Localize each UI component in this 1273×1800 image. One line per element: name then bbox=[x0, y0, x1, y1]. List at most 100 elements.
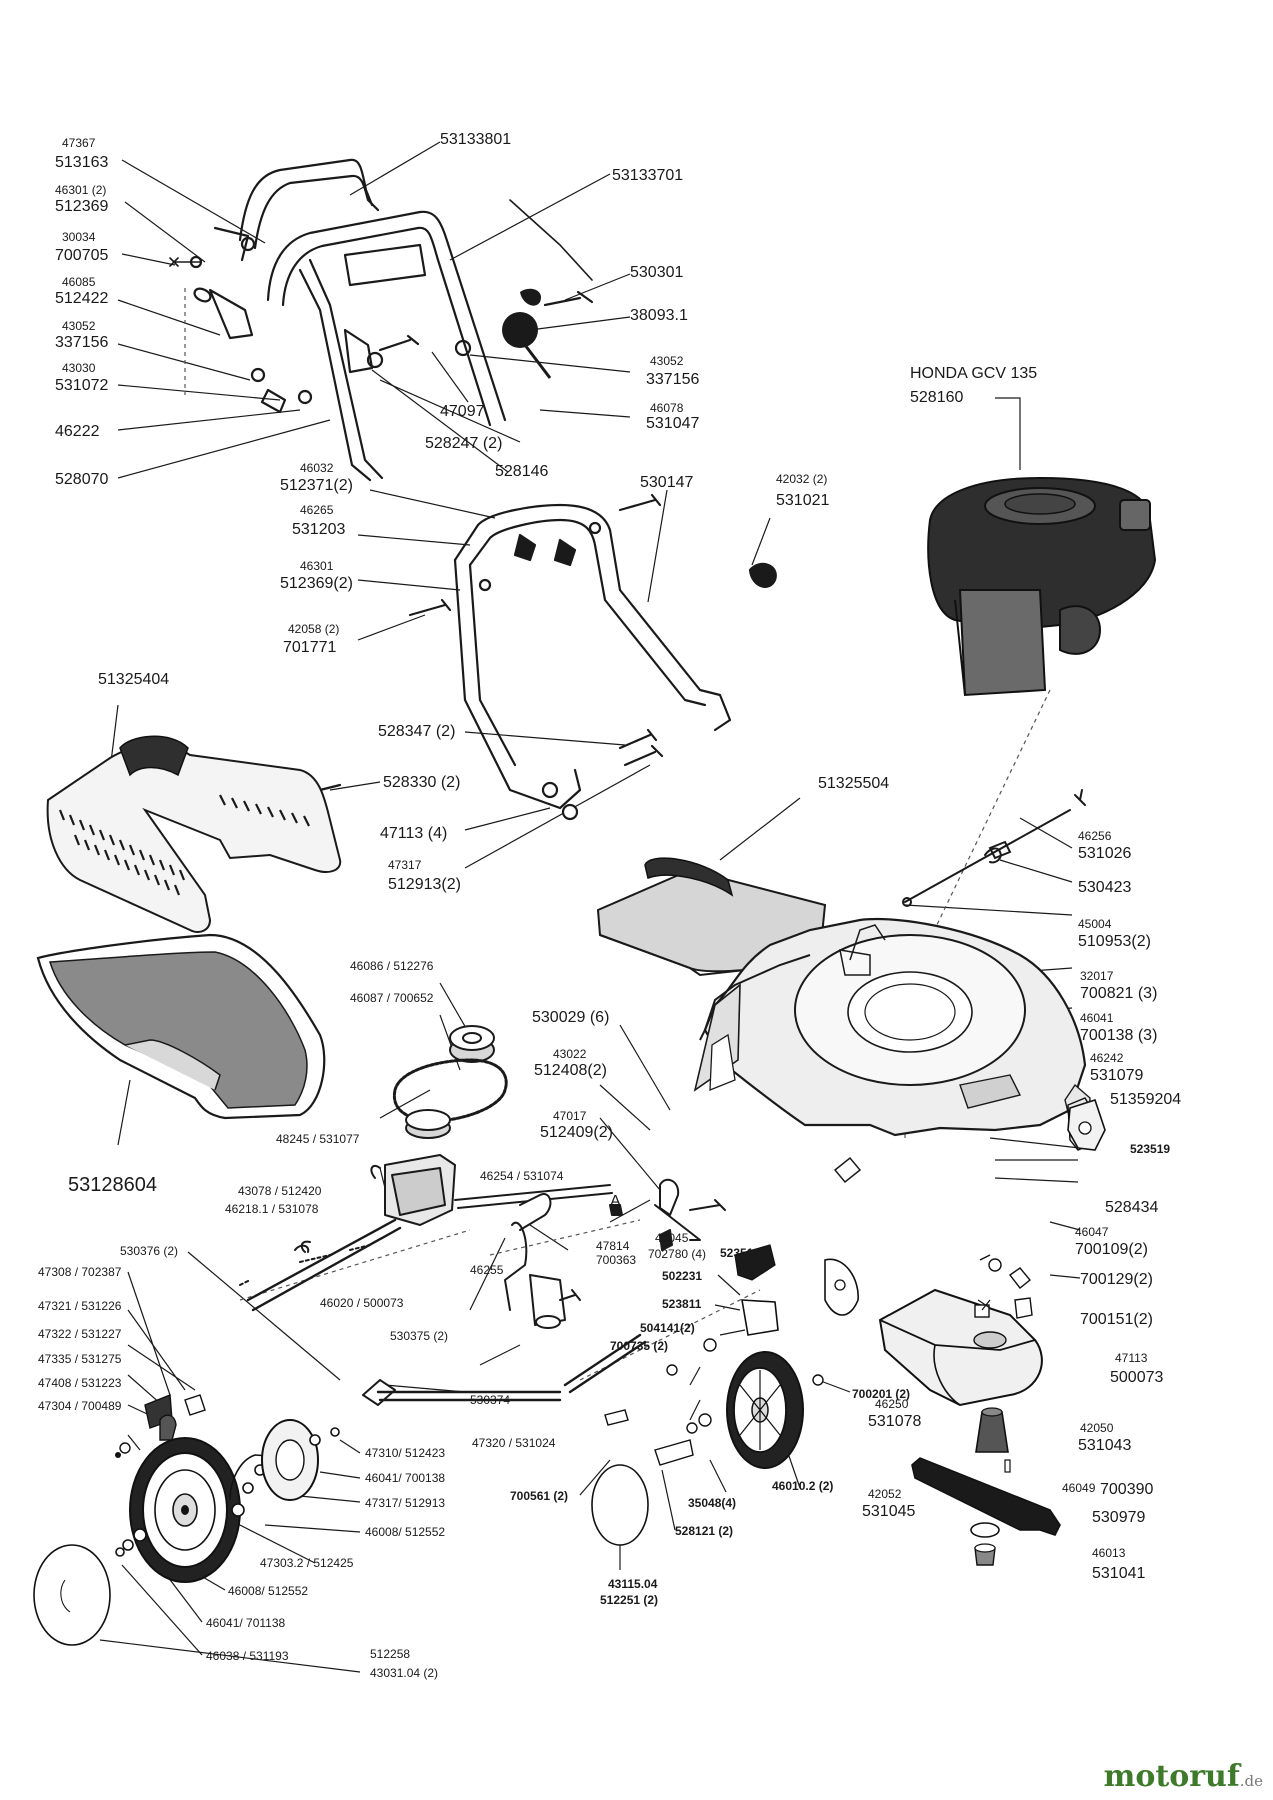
part-number-label: 502231 bbox=[662, 1269, 703, 1283]
part-number-label: 46008/ 512552 bbox=[228, 1584, 309, 1598]
part-number-label: 530029 (6) bbox=[532, 1009, 610, 1026]
site-watermark: motoruf.de bbox=[1104, 1759, 1263, 1794]
part-number-label: 531041 bbox=[1092, 1565, 1146, 1582]
part-number-label: 531026 bbox=[1078, 845, 1132, 862]
part-number-label: A bbox=[610, 1193, 621, 1210]
part-number-label: 701771 bbox=[283, 639, 337, 656]
part-number-label: 38093.1 bbox=[630, 307, 688, 324]
part-number-label: 46301 bbox=[300, 559, 334, 573]
part-number-label: 528347 (2) bbox=[378, 723, 456, 740]
part-number-label: 47321 / 531226 bbox=[38, 1299, 122, 1313]
part-number-label: 512913(2) bbox=[388, 876, 461, 893]
part-number-label: 700201 (2) bbox=[852, 1387, 911, 1401]
part-number-label: 46032 bbox=[300, 461, 334, 475]
part-number-label: 43022 bbox=[553, 1047, 587, 1061]
part-number-label: 53128604 bbox=[68, 1174, 157, 1196]
watermark-tld: .de bbox=[1239, 1772, 1263, 1790]
part-number-label: 530301 bbox=[630, 264, 684, 281]
part-number-label: 47303.2 / 512425 bbox=[260, 1556, 354, 1570]
part-number-label: 47017 bbox=[553, 1109, 587, 1123]
watermark-main: motoruf bbox=[1103, 1759, 1240, 1794]
part-number-label: 528434 bbox=[1105, 1199, 1159, 1216]
part-number-label: 46008/ 512552 bbox=[365, 1525, 446, 1539]
part-number-label: 53133701 bbox=[612, 167, 684, 184]
part-number-label: 512408(2) bbox=[534, 1062, 607, 1079]
drive-assembly bbox=[239, 1025, 726, 1406]
part-number-label: 43031.04 (2) bbox=[370, 1666, 439, 1680]
part-number-label: 46038 / 531193 bbox=[206, 1649, 289, 1663]
part-number-label: 530147 bbox=[640, 474, 694, 491]
part-number-label: 700705 bbox=[55, 247, 109, 264]
part-number-label: 43030 bbox=[62, 361, 96, 375]
part-number-label: 47317/ 512913 bbox=[365, 1496, 446, 1510]
part-number-label: 530423 bbox=[1078, 879, 1132, 896]
part-number-label: 530979 bbox=[1092, 1509, 1146, 1526]
part-number-label: 46256 bbox=[1078, 829, 1112, 843]
part-number-label: 46242 bbox=[1090, 1051, 1124, 1065]
part-number-label: 530375 (2) bbox=[390, 1329, 449, 1343]
part-number-label: 42052 bbox=[868, 1487, 902, 1501]
part-number-label: 46041/ 701138 bbox=[206, 1616, 286, 1630]
part-number-label: 30034 bbox=[62, 230, 96, 244]
part-number-label: 531072 bbox=[55, 377, 109, 394]
part-number-label: 512258 bbox=[370, 1647, 411, 1661]
part-number-label: 531047 bbox=[646, 415, 700, 432]
part-number-label: 51325404 bbox=[98, 671, 170, 688]
part-number-label: 700129(2) bbox=[1080, 1271, 1153, 1288]
part-number-label: 700138 (3) bbox=[1080, 1027, 1158, 1044]
part-number-label: 47113 bbox=[1115, 1351, 1148, 1365]
part-number-label: 35048(4) bbox=[688, 1496, 737, 1510]
part-number-label: 46086 / 512276 bbox=[350, 959, 434, 973]
part-number-label: 47310/ 512423 bbox=[365, 1446, 446, 1460]
part-number-label: 700109(2) bbox=[1075, 1241, 1148, 1258]
part-number-label: 512369(2) bbox=[280, 575, 353, 592]
part-number-label: 531203 bbox=[292, 521, 346, 538]
part-number-label: 48245 / 531077 bbox=[276, 1132, 360, 1146]
part-number-label: 512251 (2) bbox=[600, 1593, 659, 1607]
part-number-label: 528146 bbox=[495, 463, 549, 480]
part-number-label: 512422 bbox=[55, 290, 109, 307]
part-number-label: 530376 (2) bbox=[120, 1244, 179, 1258]
part-number-label: 46250 bbox=[875, 1397, 909, 1411]
part-number-label: 512371(2) bbox=[280, 477, 353, 494]
part-number-label: 528121 (2) bbox=[675, 1524, 734, 1538]
part-number-label: 528247 (2) bbox=[425, 435, 503, 452]
part-number-label: 47367 bbox=[62, 136, 96, 150]
part-number-label: 46041 bbox=[1080, 1011, 1114, 1025]
deck-bracket-523519 bbox=[1067, 1098, 1106, 1151]
part-number-label: 47317 bbox=[388, 858, 422, 872]
part-number-label: 530374 bbox=[470, 1393, 511, 1407]
part-number-label: 700390 bbox=[1100, 1481, 1154, 1498]
part-number-label: 46013 bbox=[1092, 1546, 1126, 1560]
part-number-label: 46049 bbox=[1062, 1481, 1096, 1495]
part-number-label: 528160 bbox=[910, 389, 964, 406]
part-number-label: 43115.04 bbox=[608, 1577, 658, 1591]
blade-assembly bbox=[878, 1254, 1061, 1566]
rear-wheel bbox=[591, 1244, 859, 1546]
part-number-label: 531021 bbox=[776, 492, 830, 509]
part-number-label: 45004 bbox=[1078, 917, 1112, 931]
part-number-label: 42050 bbox=[1080, 1421, 1114, 1435]
part-number-label: 47335 / 531275 bbox=[38, 1352, 122, 1366]
part-number-label: 46087 / 700652 bbox=[350, 991, 434, 1005]
engine-illustration bbox=[927, 476, 1157, 697]
part-number-label: 43078 / 512420 bbox=[238, 1184, 322, 1198]
part-number-label: 46020 / 500073 bbox=[320, 1296, 404, 1310]
part-number-label: 500073 bbox=[1110, 1369, 1164, 1386]
part-number-label: 47308 / 702387 bbox=[38, 1265, 122, 1279]
part-number-label: 47113 (4) bbox=[380, 825, 448, 842]
part-number-label: 46010.2 (2) bbox=[772, 1479, 834, 1493]
part-number-label: 46041/ 700138 bbox=[365, 1471, 446, 1485]
part-number-label: 43045 bbox=[655, 1231, 689, 1245]
part-number-label: 46218.1 / 531078 bbox=[225, 1202, 319, 1216]
part-number-label: 510953(2) bbox=[1078, 933, 1151, 950]
part-number-label: 43052 bbox=[650, 354, 684, 368]
grass-catcher-top bbox=[46, 735, 342, 933]
part-number-label: 47408 / 531223 bbox=[38, 1376, 122, 1390]
part-number-label: 337156 bbox=[55, 334, 109, 351]
part-number-label: 46222 bbox=[55, 423, 100, 440]
part-number-label: 47097 bbox=[440, 403, 485, 420]
part-number-label: 528070 bbox=[55, 471, 109, 488]
part-number-label: 53133801 bbox=[440, 131, 512, 148]
